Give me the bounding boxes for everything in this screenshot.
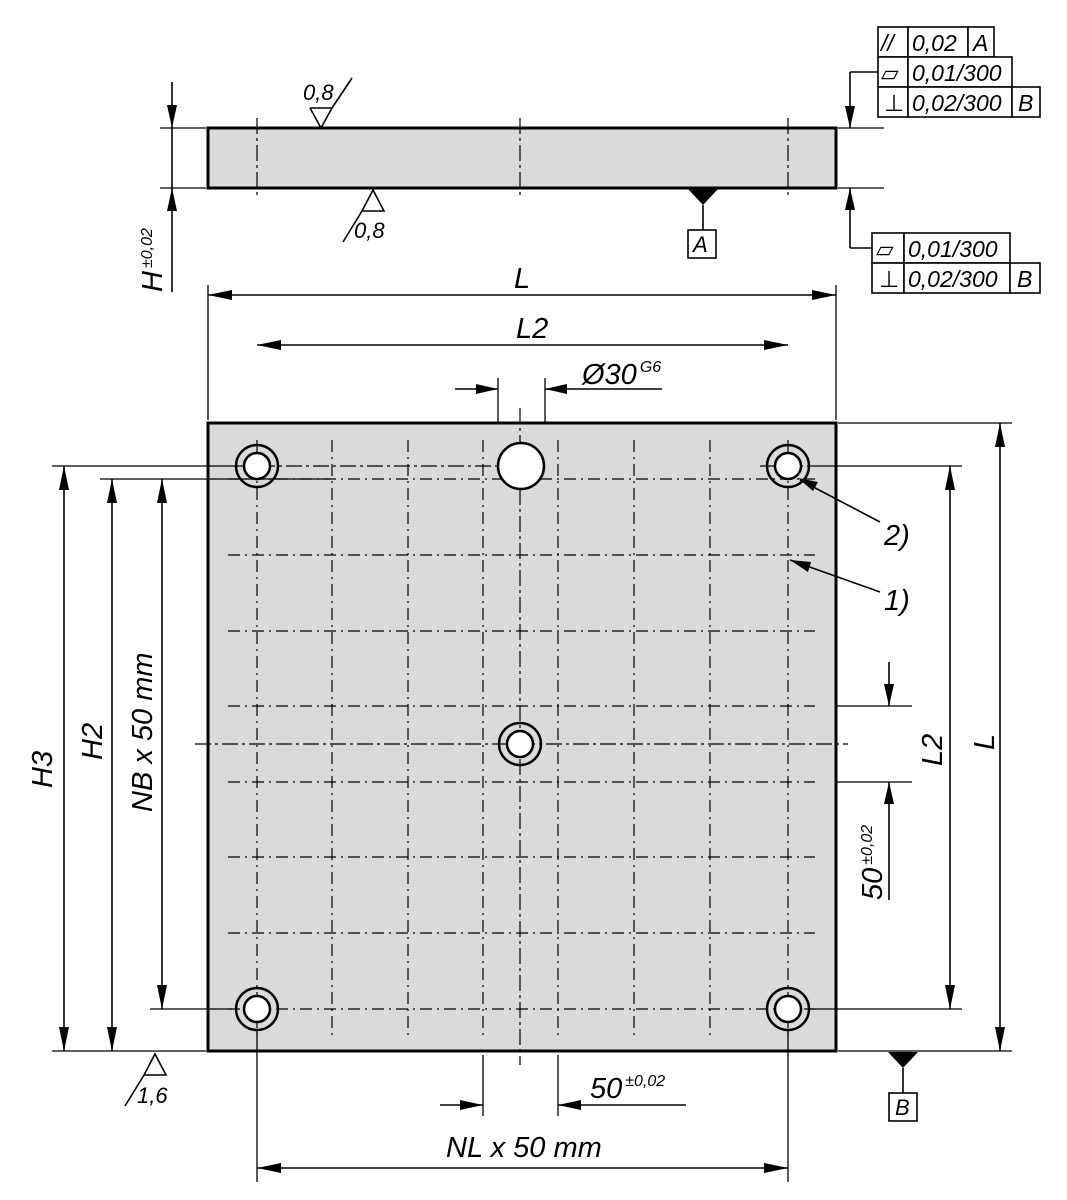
left-dimensions: H3 H2 NB x 50 mm 1,6 <box>27 465 330 1108</box>
feature-control-frame-bottom: ▱ 0,01/300 ⊥ 0,02/300 B <box>871 232 1041 294</box>
datum-B-marker: B <box>888 1052 918 1122</box>
plan-view: 2) 1) <box>195 408 910 1065</box>
fcf-top-perpendicularity-value: 0,02/300 <box>912 90 1002 116</box>
fcf-bottom-perpendicularity-datum: B <box>1017 266 1032 292</box>
side-view: H±0,02 0,8 0,8 A <box>137 71 884 292</box>
pitch-vertical-label: 50±0,02 <box>857 825 889 900</box>
svg-text:B: B <box>895 1095 910 1120</box>
fcf-top-flatness-value: 0,01/300 <box>912 60 1002 86</box>
bore-hole <box>496 441 546 491</box>
L-right-label: L <box>969 734 1001 750</box>
fcf-bottom-flatness-symbol: ▱ <box>876 236 894 262</box>
mounting-hole-top-left <box>234 443 280 489</box>
roughness-symbol-top: 0,8 <box>303 77 353 130</box>
L-top-label: L <box>514 263 530 295</box>
callout-2: 2) <box>883 520 910 552</box>
side-view-plate <box>206 126 838 190</box>
H-dimension-label: H±0,02 <box>137 228 169 292</box>
fcf-top-perpendicularity-datum: B <box>1018 90 1033 116</box>
H2-label: H2 <box>77 723 109 760</box>
NB-label: NB x 50 mm <box>127 652 159 812</box>
roughness-symbol-side: 1,6 <box>124 1052 168 1108</box>
svg-text:1,6: 1,6 <box>137 1083 168 1108</box>
mounting-hole-top-right <box>765 443 811 489</box>
callout-1: 1) <box>884 585 910 617</box>
bottom-dimensions: 50±0,02 NL x 50 mm <box>256 1030 789 1182</box>
datum-A-marker: A <box>687 189 718 259</box>
svg-text:0,8: 0,8 <box>354 218 385 243</box>
fcf-bottom-flatness-value: 0,01/300 <box>908 236 998 262</box>
center-hole <box>497 721 543 767</box>
svg-text:A: A <box>691 232 708 257</box>
fcf-bottom-perpendicularity-symbol: ⊥ <box>879 266 899 292</box>
fcf-top-parallelism-symbol: // <box>879 30 896 56</box>
roughness-symbol-bottom: 0,8 <box>342 188 385 243</box>
right-dimensions: L L2 50±0,02 B <box>810 422 1012 1122</box>
H3-label: H3 <box>27 751 59 788</box>
mounting-hole-bottom-left <box>234 986 280 1032</box>
feature-control-frame-top: // 0,02 A ▱ 0,01/300 ⊥ 0,02/300 B <box>877 26 1041 118</box>
fcf-bottom-perpendicularity-value: 0,02/300 <box>908 266 998 292</box>
fcf-top-flatness-symbol: ▱ <box>881 60 899 86</box>
L2-right-label: L2 <box>917 734 949 766</box>
pitch-horizontal-label: 50±0,02 <box>590 1073 665 1105</box>
fcf-top-perpendicularity-symbol: ⊥ <box>884 90 904 116</box>
fcf-top-parallelism-datum: A <box>971 30 988 56</box>
NL-label: NL x 50 mm <box>446 1132 602 1164</box>
fcf-top-parallelism-value: 0,02 <box>912 30 957 56</box>
svg-text:0,8: 0,8 <box>303 80 334 105</box>
L2-top-label: L2 <box>516 313 548 345</box>
